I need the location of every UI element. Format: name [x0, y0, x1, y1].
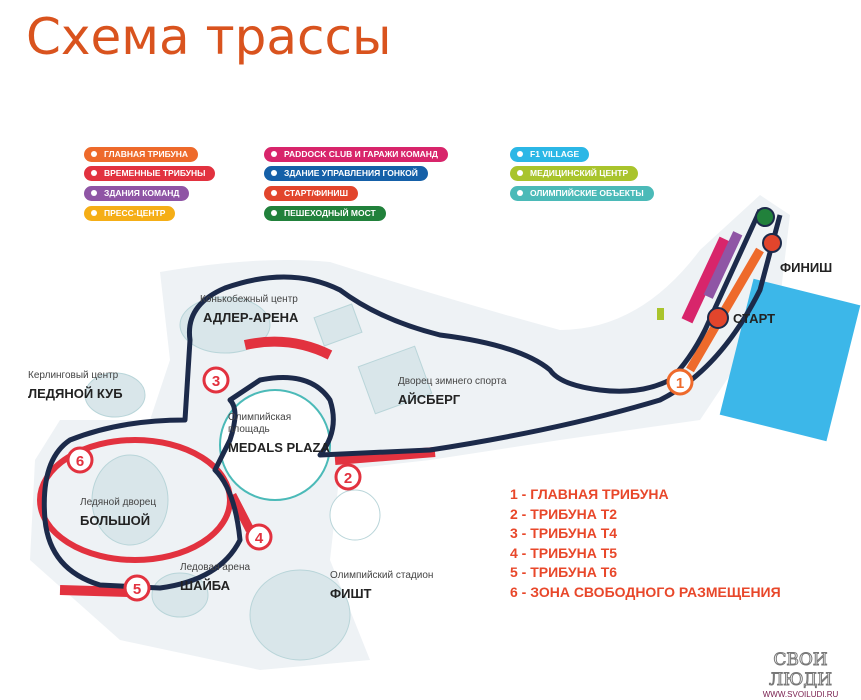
- legend-item: ЗДАНИЯ КОМАНД: [84, 186, 190, 201]
- iceberg-label: АЙСБЕРГ: [398, 392, 461, 407]
- legend-item: ПЕШЕХОДНЫЙ МОСТ: [264, 206, 386, 221]
- watermark-name: СВОИ ЛЮДИ: [768, 650, 833, 691]
- ice-cube-label: ЛЕДЯНОЙ КУБ: [28, 386, 123, 401]
- marker-2: 2: [344, 470, 352, 487]
- medical-center: [657, 308, 664, 320]
- ice-cube-building: [84, 372, 146, 418]
- team-buildings: [703, 231, 743, 299]
- iceberg-building: [357, 345, 433, 415]
- finish-icon: [762, 233, 782, 253]
- finish-label: ФИНИШ: [780, 260, 832, 275]
- fisht-stadium: [249, 569, 351, 661]
- stands-list: 1 - ГЛАВНАЯ ТРИБУНА 2 - ТРИБУНА Т2 3 - Т…: [510, 485, 781, 602]
- stand-item: 3 - ТРИБУНА Т4: [510, 525, 618, 541]
- water-area: [719, 278, 861, 442]
- stand-t4: [243, 336, 333, 360]
- marker-1: 1: [676, 375, 684, 392]
- stand-item: 6 - ЗОНА СВОБОДНОГО РАЗМЕЩЕНИЯ: [510, 583, 781, 600]
- adler-small-label: Конькобежный центр: [200, 293, 298, 305]
- plaza-label: MEDALS PLAZA: [228, 440, 330, 455]
- legend-item: МЕДИЦИНСКИЙ ЦЕНТР: [510, 166, 639, 181]
- stand-t2: [334, 447, 436, 465]
- plaza-small-label-2: площадь: [228, 424, 270, 435]
- stand-item: 5 - ТРИБУНА Т6: [510, 564, 618, 580]
- bolshoy-label: БОЛЬШОЙ: [80, 513, 150, 528]
- legend-item: F1 VILLAGE: [510, 147, 590, 162]
- iceberg-small-label: Дворец зимнего спорта: [398, 376, 507, 387]
- stand-item: 4 - ТРИБУНА Т5: [510, 544, 618, 561]
- bolshoy-small-label: Ледяной дворец: [80, 497, 156, 508]
- legend-item: ЗДАНИЕ УПРАВЛЕНИЯ ГОНКОЙ: [264, 166, 428, 181]
- footbridge-icon: [755, 207, 775, 227]
- paddock-club: [681, 236, 731, 324]
- round-building: [329, 489, 381, 541]
- adler-label: АДЛЕР-АРЕНА: [203, 310, 299, 325]
- watermark: СВОИ ЛЮДИ WWW.SVOILUDI.RU: [740, 650, 861, 700]
- shayba-label: ШАЙБА: [180, 578, 231, 593]
- medals-plaza: [219, 389, 331, 501]
- shayba-small-label: Ледовая арена: [180, 562, 250, 573]
- start-icon: [707, 307, 729, 329]
- stand-item: 1 - ГЛАВНАЯ ТРИБУНА: [510, 486, 669, 502]
- adler-arena-building: [179, 296, 271, 354]
- marker-4: 4: [255, 530, 264, 547]
- marker-5: 5: [133, 581, 141, 598]
- legend-item: ВРЕМЕННЫЕ ТРИБУНЫ: [84, 166, 216, 181]
- watermark-url: WWW.SVOILUDI.RU: [762, 690, 839, 699]
- stand-item: 2 - ТРИБУНА Т2: [510, 505, 618, 522]
- marker-6: 6: [76, 453, 84, 470]
- legend-item: ПРЕСС-ЦЕНТР: [84, 206, 176, 221]
- building: [313, 303, 363, 347]
- ice-cube-small-label: Керлинговый центр: [28, 370, 119, 381]
- page-title: Схема трассы: [26, 8, 392, 66]
- plaza-small-label-1: Олимпийская: [228, 412, 291, 423]
- legend-item: PADDOCK CLUB И ГАРАЖИ КОМАНД: [264, 147, 448, 162]
- legend-item: ГЛАВНАЯ ТРИБУНА: [84, 147, 199, 162]
- legend-item: ОЛИМПИЙСКИЕ ОБЪЕКТЫ: [510, 186, 654, 201]
- start-label: СТАРТ: [733, 311, 775, 326]
- fisht-small-label: Олимпийский стадион: [330, 570, 433, 581]
- legend-item: СТАРТ/ФИНИШ: [264, 186, 358, 201]
- stand-t6: [59, 585, 131, 597]
- bolshoy-building: [91, 454, 169, 546]
- shayba-building: [151, 572, 209, 618]
- race-track: [41, 208, 783, 591]
- marker-3: 3: [212, 373, 220, 390]
- fisht-label: ФИШТ: [330, 586, 372, 601]
